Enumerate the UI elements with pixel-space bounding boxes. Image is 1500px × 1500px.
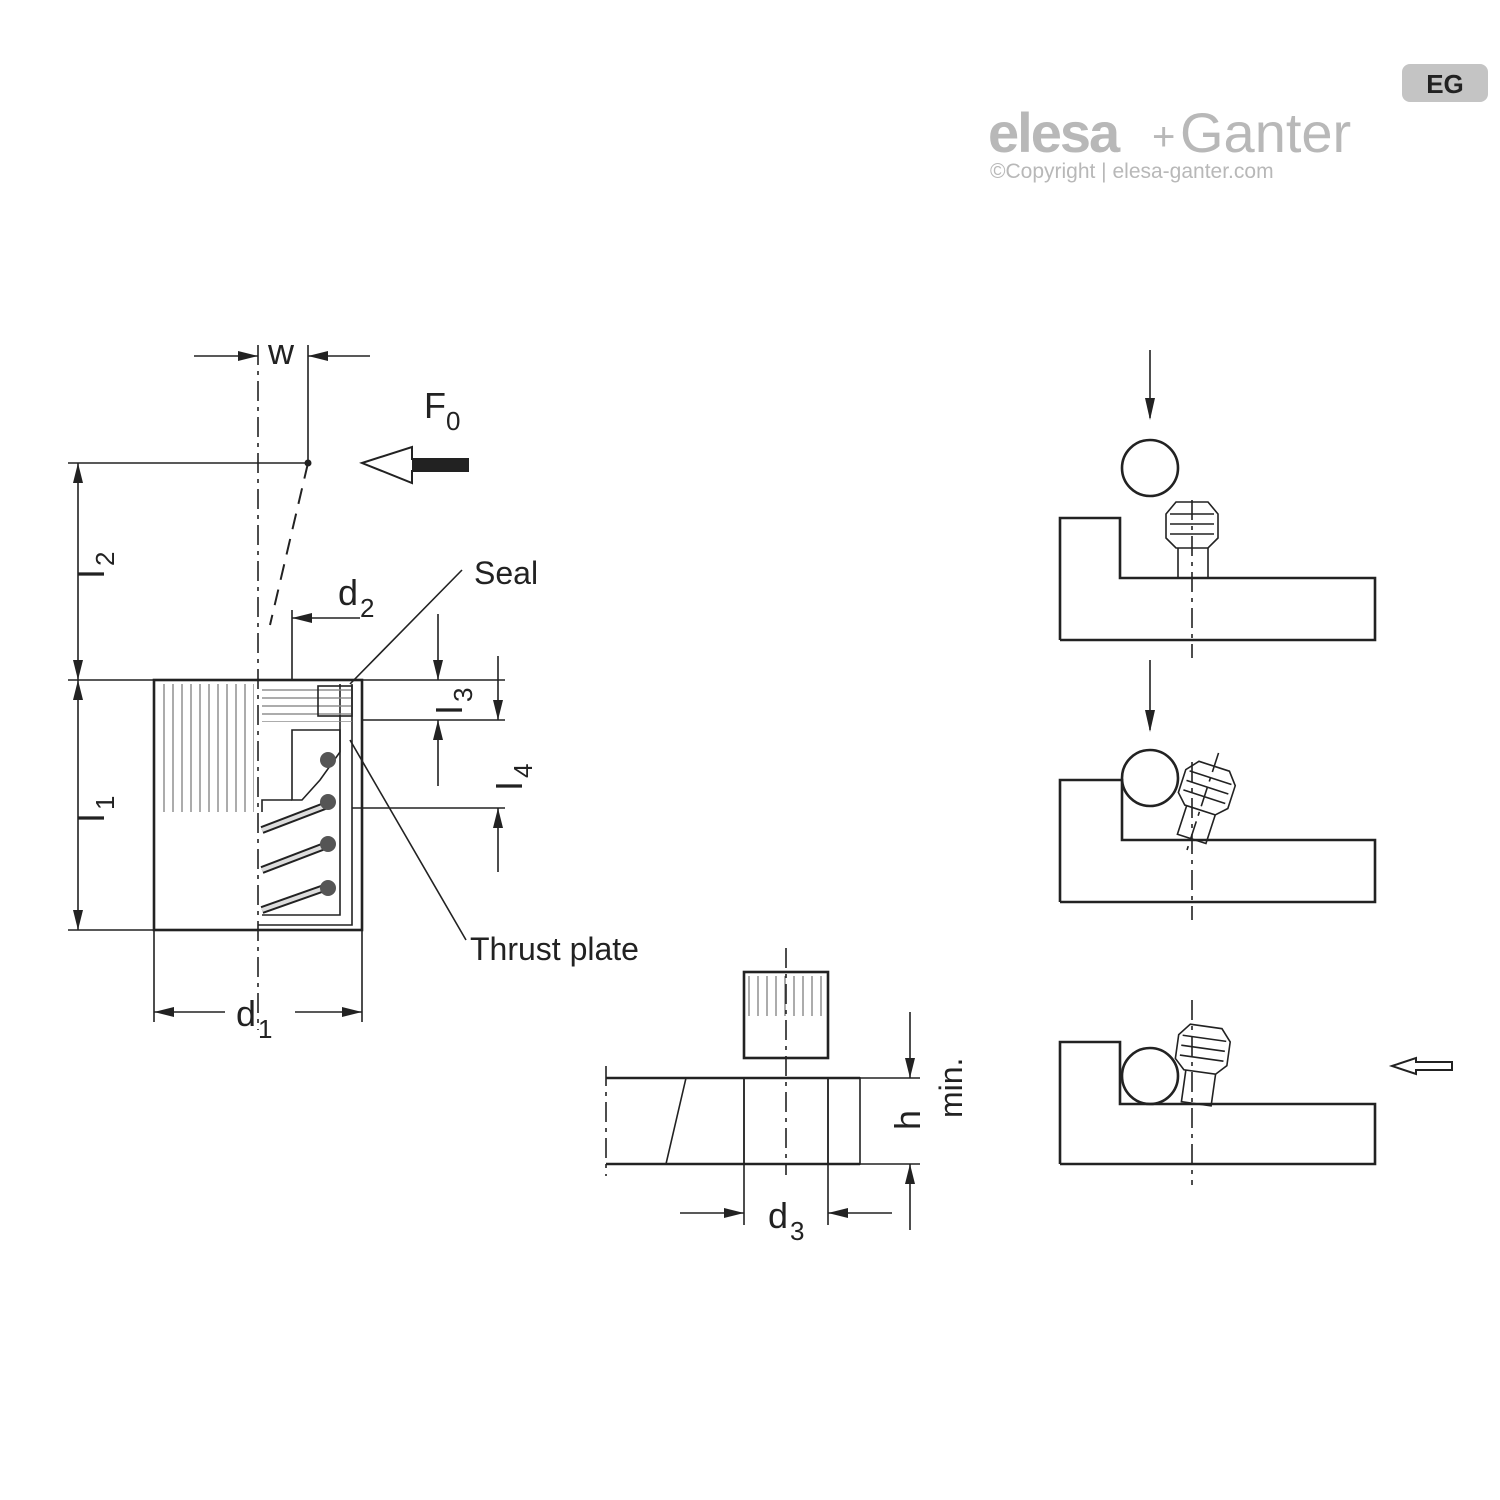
dim-h-label: h bbox=[887, 1110, 928, 1130]
plunger-tilted bbox=[1176, 752, 1237, 851]
seal-leader bbox=[349, 569, 463, 685]
svg-text:l: l bbox=[489, 782, 530, 790]
dim-d2-label: d 2 bbox=[338, 572, 374, 623]
dim-l2-label: l 2 bbox=[71, 552, 120, 578]
dim-min-label: min. bbox=[933, 1058, 969, 1118]
dim-d3-label: d 3 bbox=[768, 1195, 804, 1246]
thrust-plate-label: Thrust plate bbox=[470, 931, 639, 967]
down-arrow-icon bbox=[1145, 398, 1155, 420]
spring bbox=[260, 752, 336, 914]
logo-elesa: elesa bbox=[988, 101, 1121, 164]
dim-d1-label: d 1 bbox=[236, 993, 272, 1044]
dim-w-label: w bbox=[267, 331, 295, 372]
logo-copyright: ©Copyright | elesa-ganter.com bbox=[990, 160, 1274, 183]
eg-badge-icon bbox=[1402, 64, 1488, 102]
eg-badge-text: EG bbox=[1426, 69, 1464, 99]
svg-text:l: l bbox=[429, 706, 470, 714]
push-arrow-icon bbox=[1388, 1056, 1453, 1076]
sequence-step-2 bbox=[1058, 660, 1377, 920]
svg-text:3: 3 bbox=[448, 688, 478, 702]
svg-text:d: d bbox=[236, 993, 256, 1034]
svg-text:d: d bbox=[338, 572, 358, 613]
plunger-holding bbox=[1174, 1023, 1232, 1107]
logo-ganter: Ganter bbox=[1180, 101, 1351, 164]
mounting-detail bbox=[605, 948, 920, 1230]
sequence-step-3 bbox=[1058, 1000, 1453, 1185]
svg-text:4: 4 bbox=[508, 764, 538, 778]
svg-text:0: 0 bbox=[446, 406, 460, 436]
plunger-upright bbox=[1165, 501, 1219, 579]
down-arrow-icon-2 bbox=[1145, 710, 1155, 732]
svg-text:1: 1 bbox=[258, 1014, 272, 1044]
svg-text:2: 2 bbox=[360, 593, 374, 623]
main-section-view bbox=[68, 345, 505, 1030]
seal-label: Seal bbox=[474, 555, 538, 591]
logo-plus: + bbox=[1152, 115, 1175, 159]
elesa-ganter-logo: EG elesa + Ganter ©Copyright | elesa-gan… bbox=[988, 64, 1488, 183]
sequence-step-1 bbox=[1058, 350, 1377, 658]
svg-text:l: l bbox=[71, 570, 112, 578]
dim-f0-label: F 0 bbox=[424, 385, 460, 436]
svg-text:1: 1 bbox=[90, 796, 120, 810]
svg-text:3: 3 bbox=[790, 1216, 804, 1246]
svg-text:l: l bbox=[71, 814, 112, 822]
dim-l4-label: l 4 bbox=[489, 764, 538, 790]
svg-text:F: F bbox=[424, 385, 446, 426]
thrust-plate-leader bbox=[349, 739, 467, 941]
svg-text:2: 2 bbox=[90, 552, 120, 566]
svg-text:d: d bbox=[768, 1195, 788, 1236]
dim-l1-label: l 1 bbox=[71, 796, 120, 822]
dim-l3-label: l 3 bbox=[429, 688, 478, 714]
